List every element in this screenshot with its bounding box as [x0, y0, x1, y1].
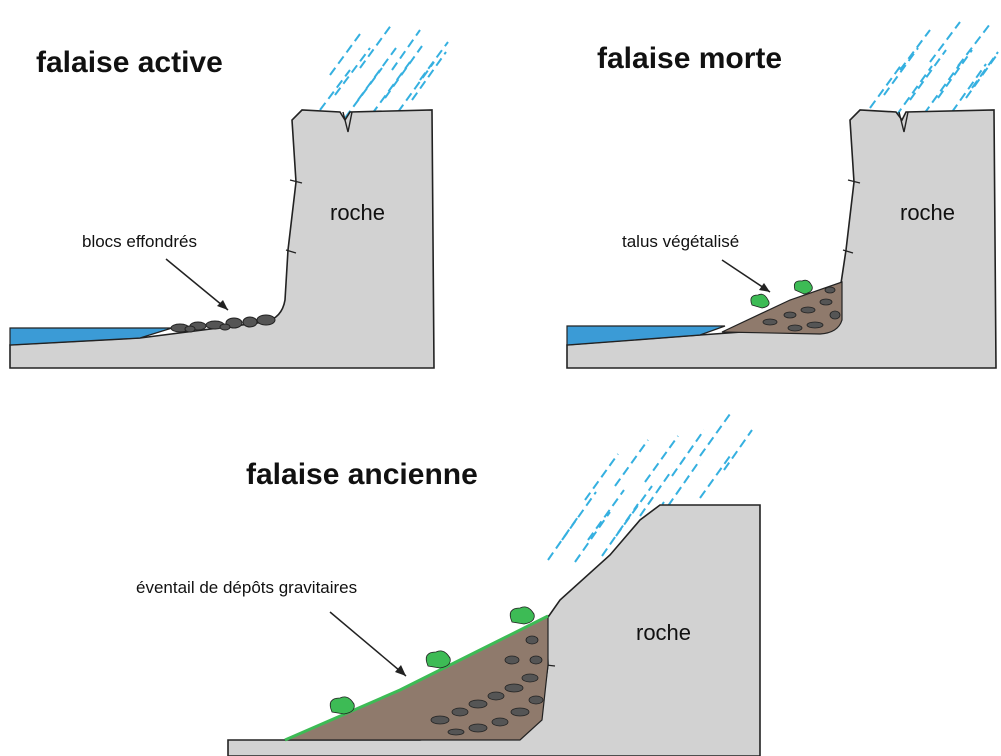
panel-dead-cliff — [566, 21, 999, 369]
deposit-blocks — [430, 635, 544, 736]
rock-label-ancient: roche — [636, 620, 692, 645]
rain-strokes — [319, 23, 449, 119]
sea-water — [566, 325, 726, 346]
annotation-collapsed-blocks: blocs effondrés — [82, 232, 197, 251]
scree-slope — [721, 281, 843, 335]
annotation-arrow — [165, 258, 229, 311]
rain-strokes — [869, 21, 999, 117]
panel-title-dead: falaise morte — [597, 42, 783, 75]
annotation-vegetated-scree: talus végétalisé — [622, 232, 740, 251]
rock-label-dead: roche — [900, 200, 956, 225]
panel-ancient-cliff — [227, 413, 761, 756]
scree-blocks — [762, 286, 841, 332]
vegetation — [750, 279, 813, 309]
rock-label-active: roche — [330, 200, 386, 225]
panel-active-cliff — [9, 23, 449, 369]
sea-water — [9, 327, 173, 346]
panel-title-active: falaise active — [36, 46, 223, 79]
annotation-gravity-deposits: éventail de dépôts gravitaires — [136, 578, 358, 597]
vegetation — [329, 606, 535, 715]
collapsed-blocks — [170, 314, 276, 333]
panel-title-ancient: falaise ancienne — [246, 458, 478, 491]
annotation-arrow — [329, 611, 407, 677]
